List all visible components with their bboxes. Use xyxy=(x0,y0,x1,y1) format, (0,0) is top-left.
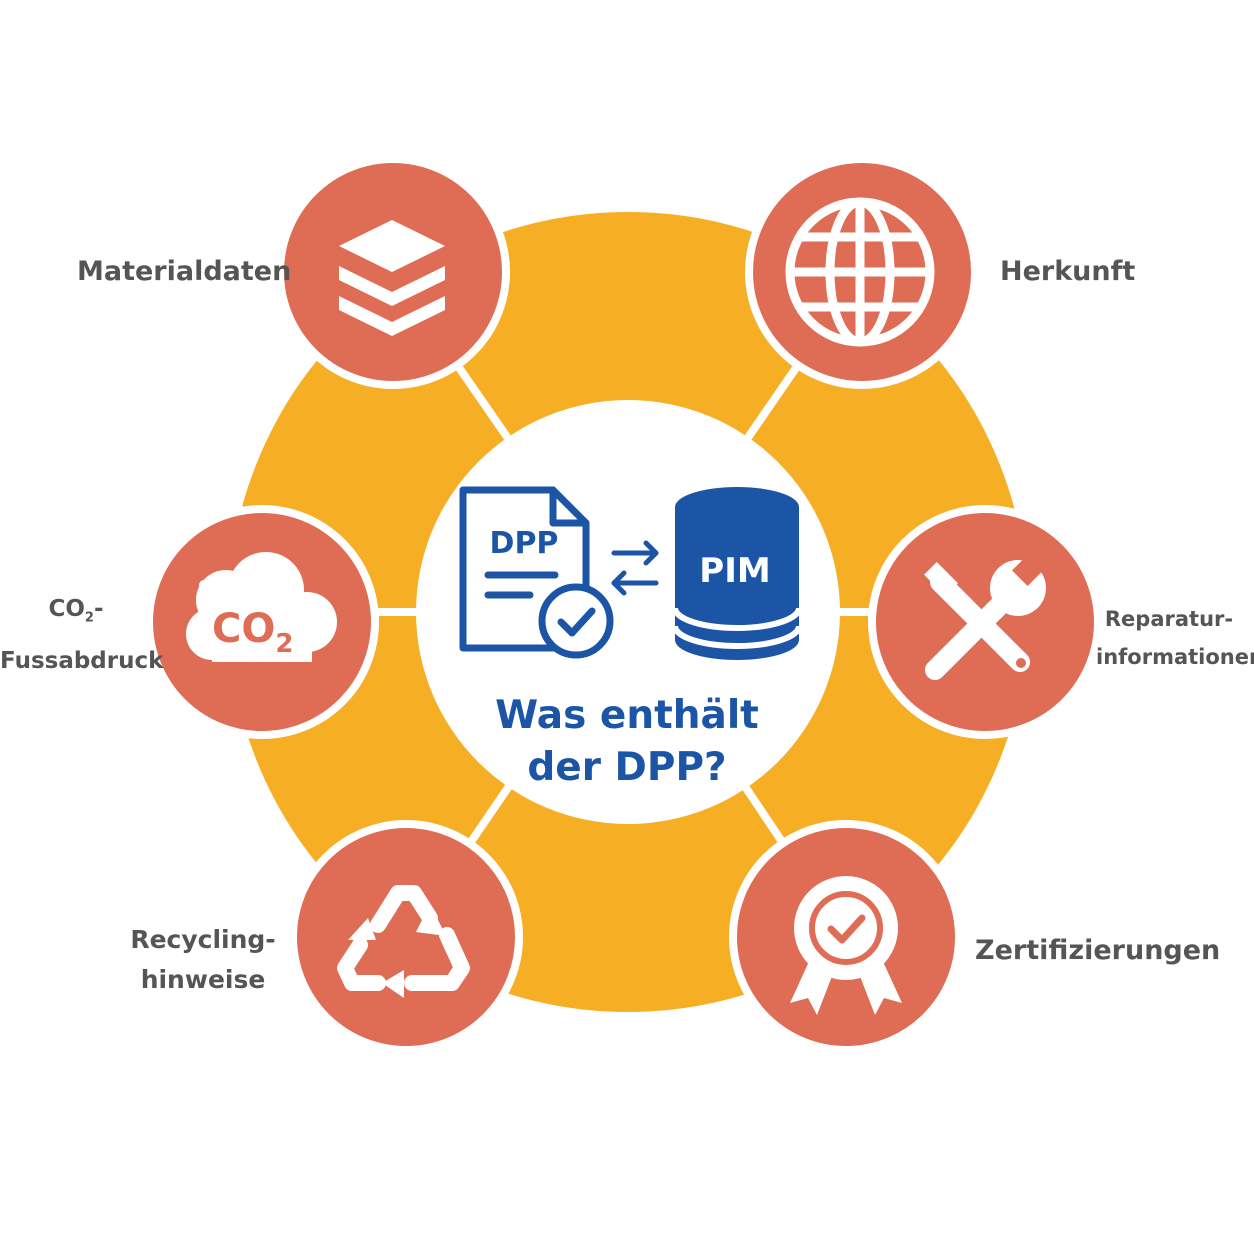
sync-arrows-icon xyxy=(611,540,659,596)
label-reparatur: Reparatur- informationen xyxy=(1096,600,1254,676)
globe-icon xyxy=(785,197,935,347)
pim-database-icon xyxy=(672,487,802,660)
check-circle-icon xyxy=(538,583,614,659)
label-herkunft: Herkunft xyxy=(1000,256,1136,287)
label-zertifizierungen: Zertifizierungen xyxy=(975,935,1221,966)
label-reparatur-line2: informationen xyxy=(1096,645,1254,669)
label-recycling: Recycling- hinweise xyxy=(128,920,278,1000)
label-materialdaten: Materialdaten xyxy=(77,256,292,287)
dpp-doc-label: DPP xyxy=(490,526,559,561)
label-co2-line1: CO2- xyxy=(48,596,104,626)
center-title: Was enthält der DPP? xyxy=(452,690,802,794)
co2-cloud-icon xyxy=(186,552,337,662)
node-materialdaten xyxy=(276,155,510,389)
label-recycling-line2: hinweise xyxy=(140,965,266,994)
center-title-line1: Was enthält xyxy=(495,693,759,738)
recycling-icon xyxy=(337,885,470,991)
label-reparatur-line1: Reparatur- xyxy=(1104,607,1234,631)
layers-icon xyxy=(339,220,445,336)
center-title-line2: der DPP? xyxy=(527,745,727,790)
node-reparatur xyxy=(868,505,1102,739)
node-zertifizierungen xyxy=(729,820,963,1054)
node-herkunft xyxy=(745,155,979,389)
label-co2: CO2- Fussabdruck xyxy=(0,588,164,682)
node-recycling xyxy=(289,820,523,1054)
pim-db-label: PIM xyxy=(699,551,770,591)
label-co2-line2: Fussabdruck xyxy=(0,647,164,674)
node-co2: CO2 xyxy=(145,505,379,739)
wrench-screwdriver-icon xyxy=(924,552,1046,680)
label-recycling-line1: Recycling- xyxy=(130,925,276,954)
certificate-badge-icon xyxy=(790,876,902,1015)
co2-icon-text: CO2 xyxy=(212,606,293,659)
